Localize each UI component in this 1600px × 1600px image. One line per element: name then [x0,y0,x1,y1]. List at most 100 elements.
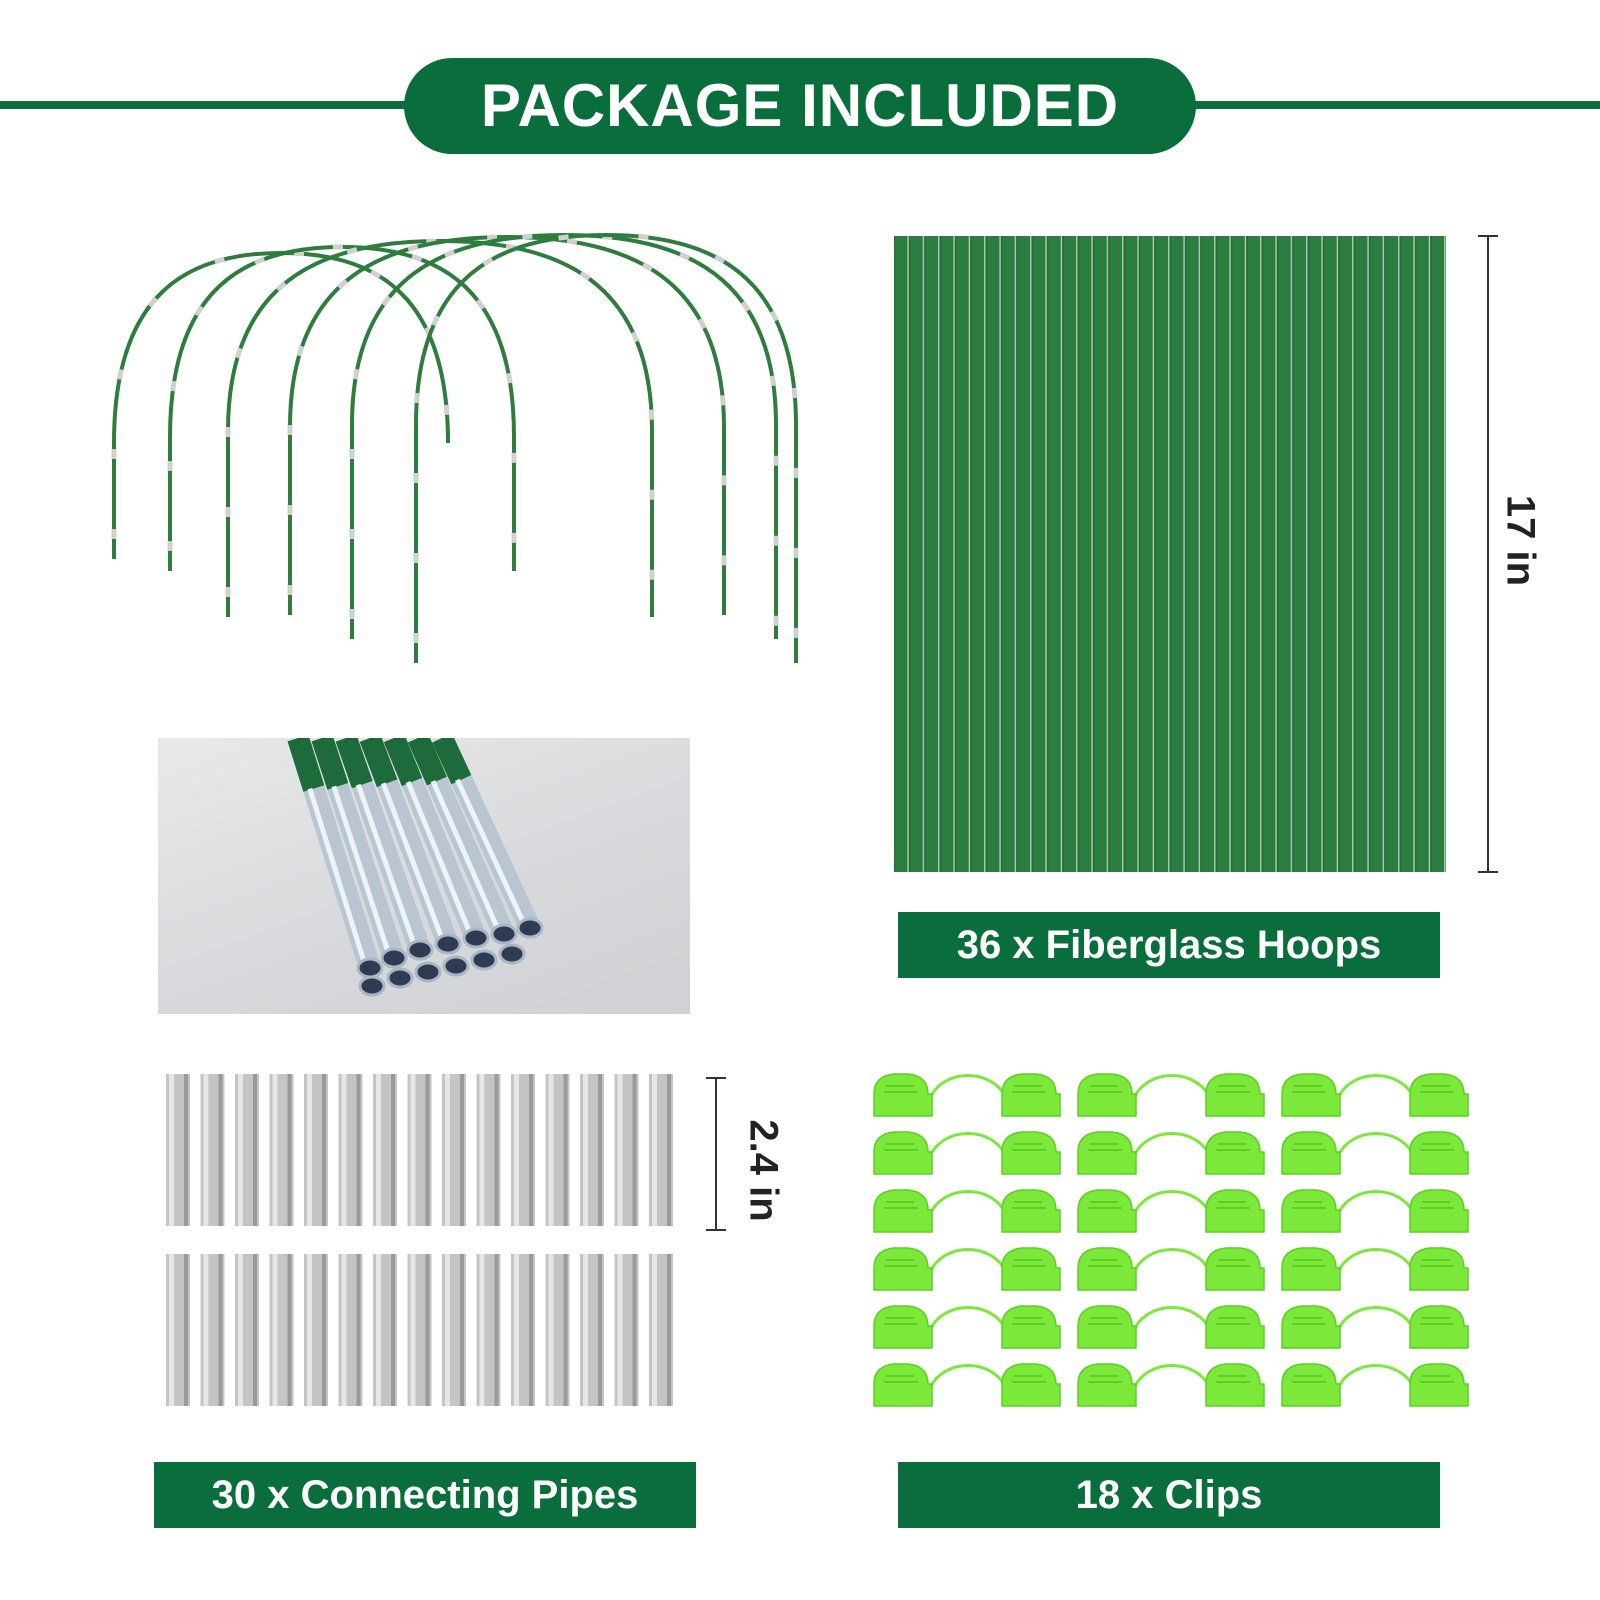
fiberglass-hoop-rod [1201,236,1214,872]
fiberglass-hoops-image [894,236,1446,872]
hoop-rod-highlight [1290,236,1293,872]
connecting-pipes-label: 30 x Connecting Pipes [154,1462,696,1528]
connecting-pipe [476,1074,501,1226]
fiberglass-hoop-rod [1324,236,1337,872]
photo-pipe-stick [432,738,544,939]
hoop-rod-highlight [907,236,909,872]
fiberglass-hoop-rod [1002,236,1015,872]
fiberglass-hoop-rod [1293,236,1306,872]
garden-clip [1077,1189,1265,1233]
hoop-rod-highlight [1198,236,1201,872]
garden-clip [1281,1131,1469,1175]
assembled-hoop-arch [287,234,727,615]
fiberglass-hoop-rod [1232,236,1245,872]
fiberglass-hoop-rod [1401,236,1414,872]
fiberglass-hoop-rod [1109,236,1122,872]
connecting-pipe [166,1074,190,1226]
photo-pipe-end [498,943,526,965]
connecting-pipe [304,1074,328,1226]
connecting-pipe [545,1254,570,1406]
fiberglass-hoops-label: 36 x Fiberglass Hoops [898,912,1440,978]
connecting-pipe [545,1074,570,1226]
clips-image [873,1073,1469,1407]
fiberglass-hoop-rod [1370,236,1383,872]
fiberglass-hoop-rod [1094,236,1107,872]
hoop-rod-highlight [968,236,971,872]
fiberglass-hoop-rod [1355,236,1368,872]
garden-clip [1077,1131,1265,1175]
hoop-rod-highlight [1030,236,1032,872]
hoop-length-dimension-line [1478,235,1498,873]
fiberglass-hoop-rod [1186,236,1199,872]
connecting-pipe [373,1254,397,1406]
fiberglass-hoop-rod [1431,236,1444,872]
hoop-rod-highlight [1428,236,1431,872]
garden-clip [873,1305,1061,1349]
hoop-rod-highlight [1444,236,1446,872]
connecting-pipe [407,1074,432,1226]
hoop-rod-highlight [1152,236,1155,872]
garden-clip [1281,1189,1469,1233]
photo-pipe-stick [287,738,384,979]
photo-pipe-stick [359,738,462,955]
hoop-rod-highlight [1014,236,1017,872]
hoop-rod-highlight [1091,236,1093,872]
connecting-pipe [442,1074,466,1226]
fiberglass-hoop-rod [1063,236,1076,872]
fiberglass-hoop-rod [925,236,938,872]
fiberglass-hoop-rod [1140,236,1153,872]
hoop-rod-highlight [1229,236,1231,872]
pipe-length-dimension-line [706,1077,726,1231]
connecting-pipe [338,1254,363,1406]
connecting-pipe [511,1074,535,1226]
hoop-length-label: 17 in [1498,494,1543,587]
connecting-pipe [476,1254,501,1406]
hoop-rod-highlight [1137,236,1139,872]
assembled-hoop-arch [111,250,451,559]
hoop-rod-highlight [1367,236,1369,872]
garden-clip [873,1247,1061,1291]
hoop-rod-highlight [953,236,955,872]
page-title: PACKAGE INCLUDED [404,58,1196,154]
photo-pipe-stick [407,738,518,945]
fiberglass-hoop-rod [1247,236,1260,872]
fiberglass-hoop-rod [910,236,923,872]
garden-clip [1077,1363,1265,1407]
photo-pipe-end [442,955,470,977]
fiberglass-hoop-rod [1339,236,1352,872]
photo-pipe-stick [335,738,434,961]
garden-clip [1077,1305,1265,1349]
photo-pipe-end [358,975,386,997]
fiberglass-hoop-rod [1217,236,1230,872]
garden-clip [1077,1073,1265,1117]
fiberglass-hoop-rod [1125,236,1138,872]
hoop-rod-highlight [1076,236,1078,872]
fiberglass-hoop-rod [1416,236,1429,872]
connecting-pipe [442,1254,466,1406]
fiberglass-hoop-rod [1309,236,1322,872]
hoop-rod-highlight [1382,236,1385,872]
connecting-pipe [580,1074,604,1226]
assembled-hoop-arch [413,232,799,663]
garden-clip [1281,1247,1469,1291]
connecting-pipe [614,1074,639,1226]
hoop-rod-highlight [1183,236,1185,872]
hoop-rod-highlight [1413,236,1415,872]
hoop-rod-highlight [1260,236,1262,872]
fiberglass-hoop-rod [1033,236,1046,872]
hoops-bundle-background [894,236,1446,872]
fiberglass-hoop-rod [1048,236,1061,872]
hoop-rod-highlight [1244,236,1247,872]
connecting-pipe [649,1074,673,1226]
photo-pipe-end [470,949,498,971]
photo-pipe-stick [383,738,490,949]
connecting-pipe [511,1254,535,1406]
connecting-pipes-photo [158,738,690,1014]
garden-clip [873,1189,1061,1233]
connecting-pipe [614,1254,639,1406]
fiberglass-hoop-rod [1263,236,1276,872]
hoop-rod-highlight [984,236,986,872]
hoop-rod-highlight [1106,236,1109,872]
hoop-rod-highlight [1336,236,1339,872]
hoop-rod-highlight [1352,236,1354,872]
